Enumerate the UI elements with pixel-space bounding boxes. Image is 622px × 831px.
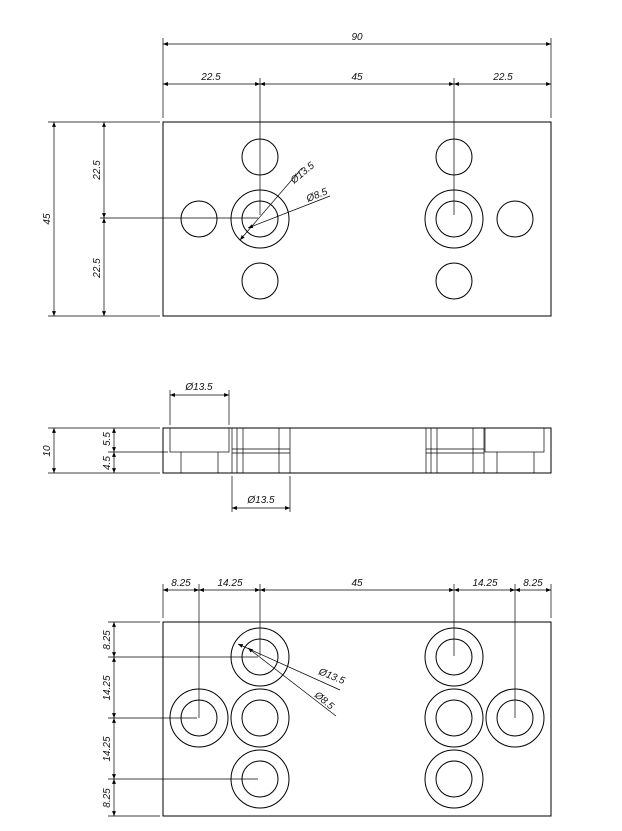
dim-bottom-seg3: 45 bbox=[351, 578, 363, 589]
counterbore-inner bbox=[435, 638, 473, 676]
side-view-outline bbox=[162, 427, 552, 474]
counterbore-outer bbox=[169, 688, 229, 748]
top-view: 90 22.5 45 22.5 45 22.5 22.5 bbox=[42, 32, 552, 317]
dim-bottom-seg5: 8.25 bbox=[523, 578, 543, 589]
dim-bottom-v1: 8.25 bbox=[102, 630, 113, 650]
counterbore-inner bbox=[241, 200, 279, 238]
counterbore-inner bbox=[496, 699, 534, 737]
dim-seg-mid: 45 bbox=[351, 72, 363, 83]
counterbore-outer bbox=[230, 688, 290, 748]
hole bbox=[241, 262, 279, 300]
counterbore-outer bbox=[230, 749, 290, 809]
dim-bottom-v3: 14.25 bbox=[102, 736, 113, 761]
side-view: Ø13.5 Ø13.5 10 5.5 4.5 bbox=[42, 382, 552, 512]
hole bbox=[435, 262, 473, 300]
dim-half-top: 22.5 bbox=[92, 160, 103, 181]
counterbore-inner bbox=[241, 638, 279, 676]
dim-seg-right: 22.5 bbox=[492, 72, 513, 83]
bottom-view: 8.25 14.25 45 14.25 8.25 8.25 14.25 14.2… bbox=[102, 578, 552, 817]
bottom-view-outline bbox=[162, 621, 552, 817]
counterbore-outer bbox=[424, 189, 484, 249]
hole bbox=[435, 138, 473, 176]
dim-lower-depth: 4.5 bbox=[102, 456, 113, 470]
counterbore-outer bbox=[485, 688, 545, 748]
counterbore-inner bbox=[435, 699, 473, 737]
dim-half-bottom: 22.5 bbox=[92, 258, 103, 279]
hole bbox=[180, 200, 218, 238]
dim-bottom-seg4: 14.25 bbox=[472, 578, 497, 589]
dim-top-diameter: Ø13.5 bbox=[184, 382, 213, 393]
dim-bottom-v2: 14.25 bbox=[102, 675, 113, 700]
dim-height: 45 bbox=[42, 213, 53, 225]
counterbore-inner bbox=[241, 760, 279, 798]
hole bbox=[241, 138, 279, 176]
hole bbox=[496, 200, 534, 238]
counterbore-outer bbox=[230, 627, 290, 687]
dim-bottom-v4: 8.25 bbox=[102, 788, 113, 808]
dim-inner-diameter: Ø8.5 bbox=[304, 186, 330, 205]
counterbore-inner bbox=[435, 760, 473, 798]
dim-outer-diameter: Ø13.5 bbox=[288, 160, 317, 187]
counterbore-inner bbox=[435, 200, 473, 238]
counterbore-inner bbox=[241, 699, 279, 737]
counterbore-outer bbox=[230, 189, 290, 249]
dim-bottom-seg2: 14.25 bbox=[217, 578, 242, 589]
dim-bottom-outer-diameter: Ø13.5 bbox=[316, 666, 347, 687]
counterbore-outer bbox=[424, 749, 484, 809]
dim-bottom-inner-diameter: Ø8.5 bbox=[311, 689, 336, 712]
top-view-outline bbox=[162, 121, 552, 317]
dim-seg-left: 22.5 bbox=[200, 72, 221, 83]
dim-upper-depth: 5.5 bbox=[102, 432, 113, 446]
counterbore-inner bbox=[180, 699, 218, 737]
dim-bottom-diameter: Ø13.5 bbox=[246, 495, 275, 506]
counterbore-outer bbox=[424, 627, 484, 687]
counterbore-outer bbox=[424, 688, 484, 748]
dim-overall-width: 90 bbox=[351, 32, 363, 43]
dim-bottom-seg1: 8.25 bbox=[171, 578, 191, 589]
dim-thickness: 10 bbox=[42, 445, 53, 457]
